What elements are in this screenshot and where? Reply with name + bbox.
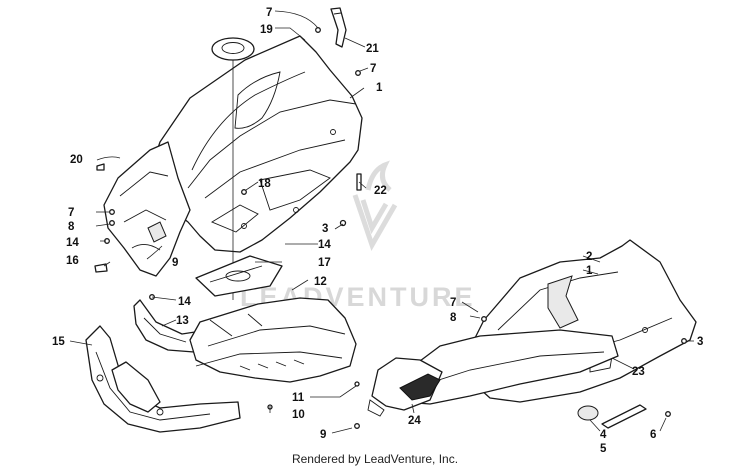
callout-9: 9 bbox=[320, 429, 326, 441]
render-credit: Rendered by LeadVenture, Inc. bbox=[291, 452, 459, 466]
fasteners bbox=[94, 27, 687, 429]
callout-6: 6 bbox=[650, 429, 656, 441]
running-board bbox=[399, 329, 619, 405]
rear-bracket bbox=[367, 357, 443, 417]
callout-15: 15 bbox=[52, 336, 65, 348]
grommet-ring bbox=[211, 37, 255, 300]
callout-7: 7 bbox=[266, 7, 272, 19]
callout-1: 1 bbox=[586, 265, 593, 277]
callout-1: 1 bbox=[376, 82, 383, 94]
callout-3: 3 bbox=[322, 223, 328, 235]
callout-19: 19 bbox=[260, 24, 273, 36]
leader-lines bbox=[69, 10, 694, 434]
callout-2: 2 bbox=[586, 251, 592, 263]
callout-16: 16 bbox=[66, 255, 79, 267]
callout-8: 8 bbox=[68, 221, 75, 233]
mounting-plate bbox=[195, 255, 283, 297]
callout-8: 8 bbox=[450, 312, 457, 324]
callout-labels: 7 19 21 7 1 20 18 22 7 8 3 14 14 16 9 17… bbox=[52, 7, 703, 455]
front-bumper bbox=[85, 325, 241, 433]
callout-20: 20 bbox=[70, 154, 83, 166]
callout-17: 17 bbox=[318, 257, 331, 269]
callout-10: 10 bbox=[292, 409, 305, 421]
callout-14: 14 bbox=[318, 239, 331, 251]
callout-23: 23 bbox=[632, 366, 645, 378]
bracket-21 bbox=[330, 7, 347, 48]
callout-13: 13 bbox=[176, 315, 189, 327]
center-belly-plate bbox=[189, 297, 357, 383]
callout-9: 9 bbox=[172, 257, 178, 269]
callout-22: 22 bbox=[374, 185, 387, 197]
callout-7: 7 bbox=[370, 63, 376, 75]
callout-24: 24 bbox=[408, 415, 421, 427]
upper-side-panel-assembly bbox=[147, 35, 363, 253]
callout-5: 5 bbox=[600, 443, 607, 455]
callout-11: 11 bbox=[292, 392, 305, 404]
reflector bbox=[577, 405, 599, 421]
callout-21: 21 bbox=[366, 43, 379, 55]
callout-7: 7 bbox=[450, 297, 456, 309]
front-side-panel bbox=[103, 141, 191, 277]
callout-18: 18 bbox=[258, 178, 271, 190]
callout-7: 7 bbox=[68, 207, 74, 219]
callout-14: 14 bbox=[66, 237, 79, 249]
callout-4: 4 bbox=[600, 429, 607, 441]
callout-14: 14 bbox=[178, 296, 191, 308]
trim-strip bbox=[601, 404, 647, 429]
callout-12: 12 bbox=[314, 276, 327, 288]
callout-3: 3 bbox=[697, 336, 703, 348]
